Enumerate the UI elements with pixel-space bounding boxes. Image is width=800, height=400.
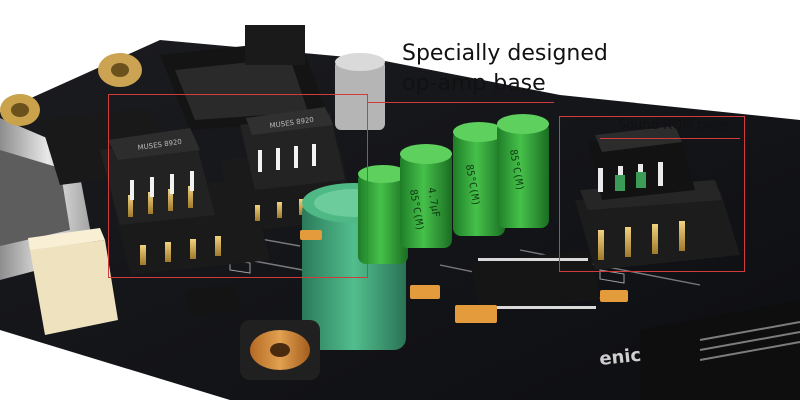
green-capacitors: 85°C(M) 85°C(M) 85°C(M) 4.7μF [358,114,549,264]
opamp-label-line-1: Specially designed [402,41,608,66]
board-brand-fragment: enic [598,345,642,370]
opamp-socket-right: MUSES 8920 [220,107,355,232]
opamp-callout-box [108,94,368,278]
silver-capacitor [335,53,385,130]
capacitor-label-4: 4.7μF [425,187,441,219]
relay [28,228,118,335]
opamp-callout-line [368,102,554,103]
rca-jacks [0,53,142,126]
small-smd-chip [185,285,240,316]
rom-socket [575,126,740,270]
smd-ic [470,250,600,312]
pin-header: enic [598,300,800,400]
rom-label: Sound ROM base [618,118,729,133]
rom-callout-line [600,138,740,139]
inductor [240,320,320,380]
smd-capacitors [300,230,628,323]
rom-callout-box [559,116,745,272]
opamp-label-line-2: op-amp base [402,71,546,96]
